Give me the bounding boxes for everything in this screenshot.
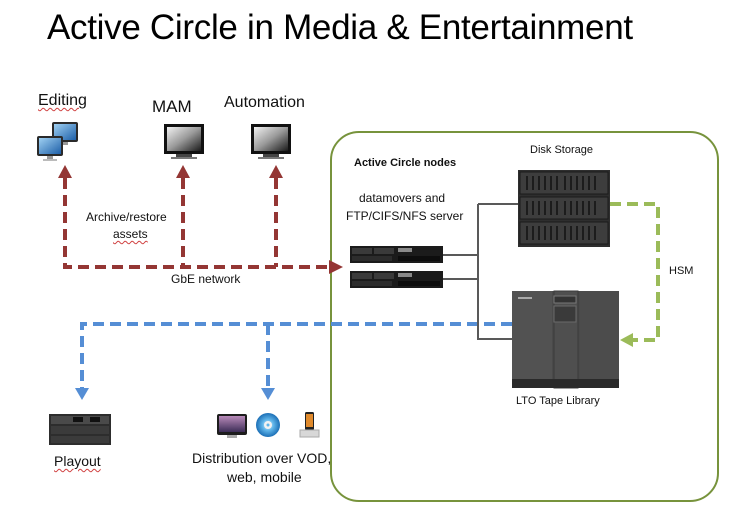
disk-storage-icon: [518, 170, 610, 247]
distribution-label-line2: web, mobile: [227, 469, 302, 485]
editing-workstations-icon: [37, 122, 78, 161]
hsm-line: [610, 202, 660, 342]
tape-library-icon: [512, 290, 619, 389]
arrow-right-nodes: [329, 260, 343, 274]
automation-monitor-icon: [251, 124, 291, 159]
hsm-label: HSM: [669, 265, 694, 277]
desktop-computer-icon: [217, 414, 247, 438]
assets-label: assets: [113, 227, 148, 241]
server-node-2-icon: [350, 271, 443, 288]
gbe-network-lines: [63, 178, 330, 269]
distribution-label-line1: Distribution over VOD,: [192, 450, 332, 466]
mam-monitor-icon: [164, 124, 204, 159]
datamovers-label: datamovers and: [359, 191, 446, 205]
arrow-down-playout: [75, 388, 89, 400]
mobile-phone-icon: [299, 412, 320, 438]
active-circle-nodes-label: Active Circle nodes: [354, 157, 457, 169]
automation-label: Automation: [224, 94, 305, 111]
playout-device-icon: [49, 414, 111, 445]
arrow-up-editing: [58, 165, 72, 178]
cluster-boundary: [330, 131, 719, 502]
arrow-up-mam: [176, 165, 190, 178]
playout-label: Playout: [54, 453, 101, 469]
distribution-lines: [80, 322, 512, 388]
arrow-up-automation: [269, 165, 283, 178]
editing-label: Editing: [38, 92, 87, 109]
diagram-title: Active Circle in Media & Entertainment: [47, 8, 633, 47]
tape-library-label: LTO Tape Library: [516, 395, 600, 407]
archive-restore-label: Archive/restore: [86, 210, 167, 224]
mam-label: MAM: [152, 97, 192, 116]
gbe-network-label: GbE network: [171, 272, 241, 286]
hsm-arrow: [620, 333, 633, 347]
storage-connections: [443, 203, 518, 340]
server-node-1-icon: [350, 246, 443, 263]
arrow-down-distribution: [261, 388, 275, 400]
ftp-cifs-nfs-server-label: FTP/CIFS/NFS server: [346, 209, 464, 223]
disk-storage-label: Disk Storage: [530, 144, 593, 156]
dvd-disc-icon: [256, 413, 280, 437]
